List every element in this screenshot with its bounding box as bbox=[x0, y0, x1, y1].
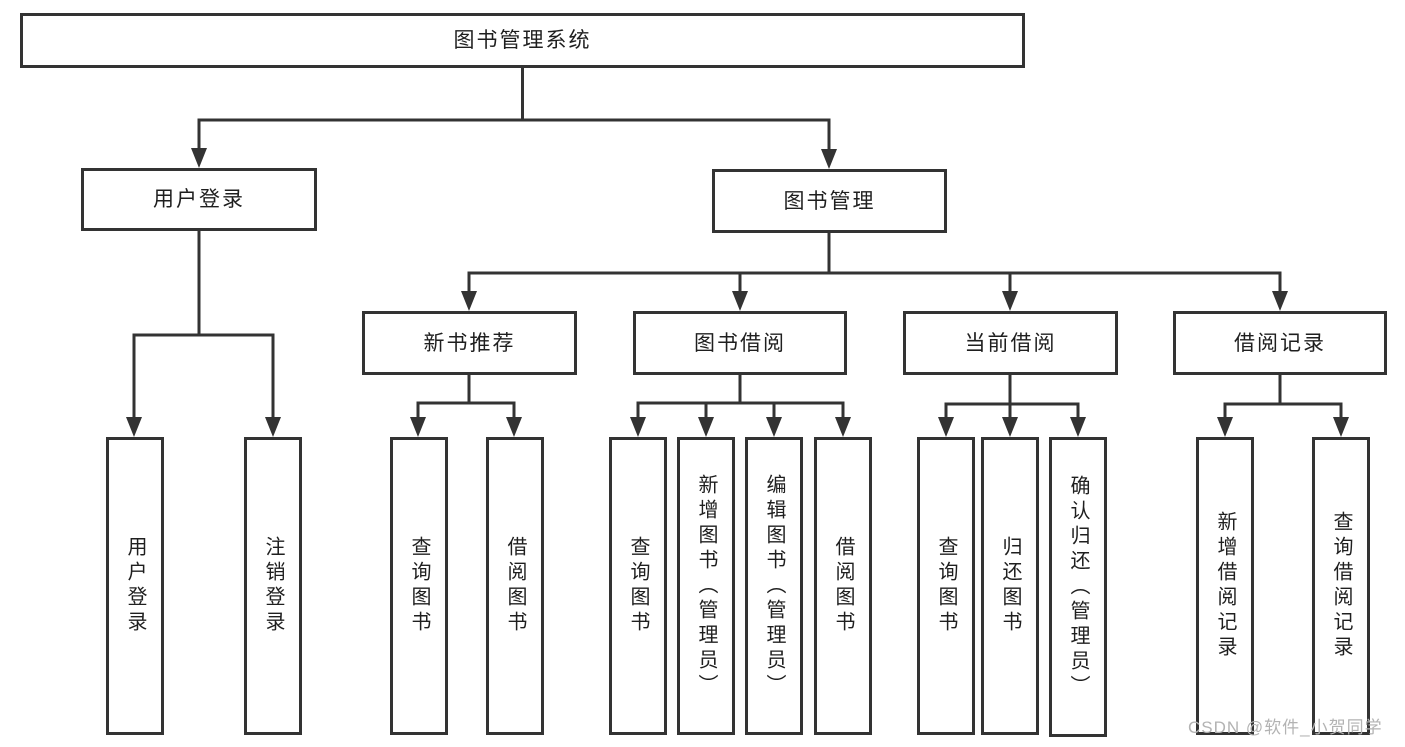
node-book-management: 图书管理 bbox=[712, 169, 947, 233]
leaf-return-book: 归还图书 bbox=[981, 437, 1039, 735]
leaf-query-borrow-record: 查询借阅记录 bbox=[1312, 437, 1370, 735]
leaf-confirm-return-admin-label: 确认归还（管理员） bbox=[1067, 474, 1089, 700]
node-book-borrow: 图书借阅 bbox=[633, 311, 847, 375]
leaf-query-books-borrow-label: 查询图书 bbox=[627, 536, 649, 636]
leaf-logout-label: 注销登录 bbox=[262, 536, 284, 636]
leaf-add-borrow-record-label: 新增借阅记录 bbox=[1214, 511, 1236, 661]
node-system-root: 图书管理系统 bbox=[20, 13, 1025, 68]
leaf-query-borrow-record-label: 查询借阅记录 bbox=[1330, 511, 1352, 661]
node-borrow-records-label: 借阅记录 bbox=[1234, 331, 1326, 355]
node-user-login: 用户登录 bbox=[81, 168, 317, 231]
leaf-query-books-recommend-label: 查询图书 bbox=[408, 536, 430, 636]
node-system-root-label: 图书管理系统 bbox=[453, 29, 592, 52]
leaf-user-login: 用户登录 bbox=[106, 437, 164, 735]
leaf-add-book-admin-label: 新增图书（管理员） bbox=[695, 473, 717, 699]
leaf-query-books-current: 查询图书 bbox=[917, 437, 975, 735]
leaf-query-books-borrow: 查询图书 bbox=[609, 437, 667, 735]
node-new-book-recommend: 新书推荐 bbox=[362, 311, 577, 375]
leaf-query-books-current-label: 查询图书 bbox=[935, 536, 957, 636]
node-user-login-label: 用户登录 bbox=[153, 188, 245, 211]
leaf-logout: 注销登录 bbox=[244, 437, 302, 735]
node-book-management-label: 图书管理 bbox=[783, 189, 876, 213]
watermark-text: CSDN @软件_小贺同学 bbox=[1188, 718, 1383, 737]
leaf-edit-book-admin-label: 编辑图书（管理员） bbox=[763, 473, 785, 699]
leaf-confirm-return-admin: 确认归还（管理员） bbox=[1049, 437, 1107, 737]
leaf-add-borrow-record: 新增借阅记录 bbox=[1196, 437, 1254, 735]
leaf-query-books-recommend: 查询图书 bbox=[390, 437, 448, 735]
leaf-borrow-books-borrow-label: 借阅图书 bbox=[832, 536, 854, 636]
leaf-borrow-books-recommend: 借阅图书 bbox=[486, 437, 544, 735]
leaf-edit-book-admin: 编辑图书（管理员） bbox=[745, 437, 803, 735]
node-current-borrow: 当前借阅 bbox=[903, 311, 1118, 375]
leaf-return-book-label: 归还图书 bbox=[999, 536, 1021, 636]
node-borrow-records: 借阅记录 bbox=[1173, 311, 1387, 375]
leaf-borrow-books-recommend-label: 借阅图书 bbox=[504, 536, 526, 636]
node-new-book-recommend-label: 新书推荐 bbox=[423, 331, 516, 355]
node-book-borrow-label: 图书借阅 bbox=[694, 331, 786, 355]
leaf-user-login-label: 用户登录 bbox=[124, 536, 146, 636]
node-current-borrow-label: 当前借阅 bbox=[964, 331, 1057, 355]
leaf-add-book-admin: 新增图书（管理员） bbox=[677, 437, 735, 735]
leaf-borrow-books-borrow: 借阅图书 bbox=[814, 437, 872, 735]
